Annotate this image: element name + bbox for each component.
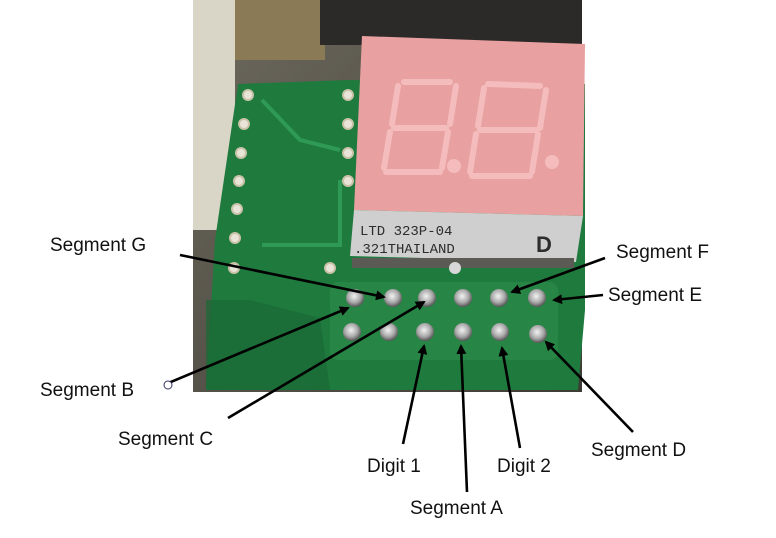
arrow-digit-1 — [401, 344, 428, 445]
photo: LTD 323P-04 .321THAILAND D — [193, 0, 585, 392]
chip-marking-letter: D — [536, 232, 552, 257]
solder-pin — [380, 323, 398, 341]
pin-row-top — [346, 289, 546, 307]
solder-pin — [454, 323, 472, 341]
label-segment-f: Segment F — [616, 242, 709, 263]
display-face — [354, 36, 585, 216]
label-segment-a: Segment A — [410, 498, 503, 519]
label-digit-2: Digit 2 — [497, 456, 551, 477]
arrow-digit-2 — [498, 346, 522, 449]
chip-marking-line1: LTD 323P-04 — [360, 224, 452, 240]
annotation-arrows — [165, 253, 634, 493]
decimal-point — [545, 155, 559, 169]
solder-pin — [454, 289, 472, 307]
display-base — [352, 258, 574, 268]
chip-marking-line2: .321THAILAND — [354, 242, 455, 258]
solder-pin — [490, 289, 508, 307]
arrow-handle — [163, 380, 173, 390]
arrow-segment-e — [552, 293, 604, 305]
arrow-segment-c — [227, 300, 426, 420]
pcb-trace — [260, 98, 341, 152]
label-segment-g: Segment G — [50, 235, 146, 256]
solder-pin — [491, 323, 509, 341]
digit-outline — [381, 79, 549, 179]
pcb-trace — [262, 180, 342, 247]
label-digit-1: Digit 1 — [367, 456, 421, 477]
decimal-point — [447, 159, 461, 173]
arrow-segment-d — [544, 340, 634, 433]
solder-pin — [529, 325, 547, 343]
pin-row-bottom — [343, 323, 547, 343]
label-segment-c: Segment C — [118, 429, 213, 450]
label-segment-d: Segment D — [591, 440, 686, 461]
pcb-shadow — [206, 300, 330, 390]
pcb-holes — [228, 89, 354, 274]
label-segment-e: Segment E — [608, 285, 702, 306]
solder-blob — [449, 262, 461, 274]
arrow-segment-b — [165, 306, 350, 386]
display-body — [350, 210, 583, 262]
solder-pin — [528, 289, 546, 307]
arrow-segment-g — [179, 253, 386, 301]
seven-segment-display: LTD 323P-04 .321THAILAND D — [350, 36, 585, 268]
arrow-segment-a — [456, 344, 469, 493]
label-segment-b: Segment B — [40, 380, 134, 401]
arrow-segment-f — [510, 256, 606, 294]
solder-pin — [384, 289, 402, 307]
solder-pin — [416, 323, 434, 341]
solder-pin — [343, 323, 361, 341]
background-object — [320, 0, 582, 45]
solder-pin — [346, 289, 364, 307]
background-object — [235, 0, 325, 60]
